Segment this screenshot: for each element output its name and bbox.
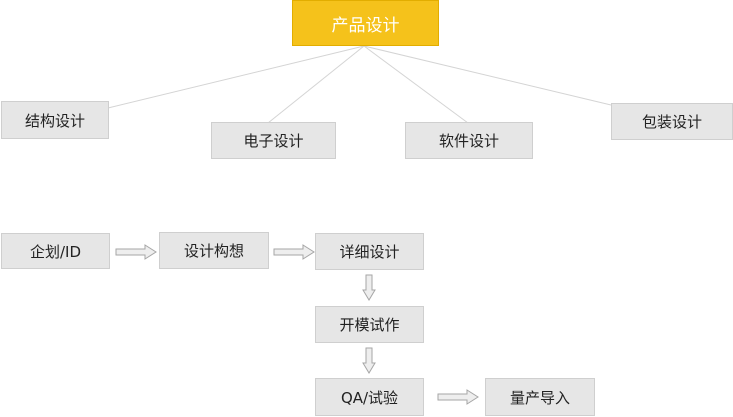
arrow-qa-to-mass-production xyxy=(437,389,479,405)
arrow-detailed-to-mold xyxy=(362,274,376,301)
step-mold-trial: 开模试作 xyxy=(315,306,424,343)
step-planning-id: 企划/ID xyxy=(1,233,110,269)
step-qa-testing: QA/试验 xyxy=(315,378,424,416)
step-mass-production: 量产导入 xyxy=(485,378,595,416)
step-design-concept: 设计构想 xyxy=(159,232,269,269)
arrow-mold-to-qa xyxy=(362,347,376,374)
arrow-concept-to-detailed xyxy=(273,244,315,260)
arrow-planning-to-concept xyxy=(115,244,157,260)
connector-root-to-structure xyxy=(107,45,365,109)
connector-root-to-software xyxy=(363,45,469,124)
root-node-product-design: 产品设计 xyxy=(292,0,439,46)
connector-root-to-packaging xyxy=(363,45,612,106)
child-node-software-design: 软件设计 xyxy=(405,122,533,159)
child-node-electronic-design: 电子设计 xyxy=(211,122,336,159)
child-node-packaging-design: 包装设计 xyxy=(611,103,733,140)
child-node-structure-design: 结构设计 xyxy=(1,101,109,139)
step-detailed-design: 详细设计 xyxy=(315,233,424,270)
connector-root-to-electronic xyxy=(267,45,365,124)
